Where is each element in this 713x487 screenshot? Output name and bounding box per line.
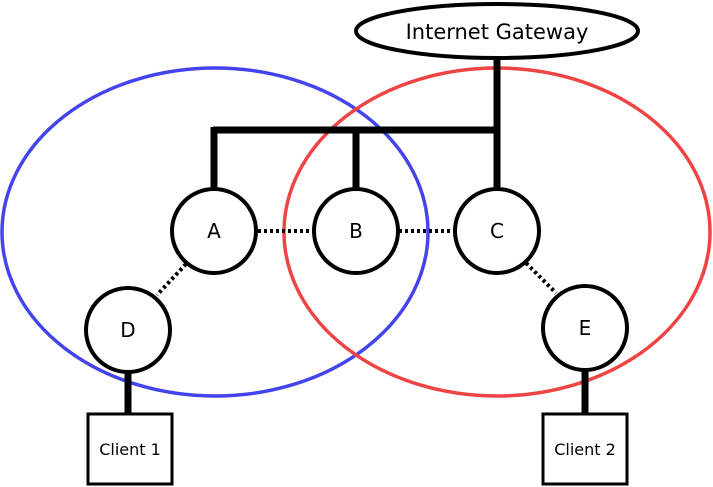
node-d: D bbox=[84, 286, 172, 374]
client-2-box bbox=[541, 412, 629, 486]
wired-backbone bbox=[124, 50, 589, 414]
link-a-d bbox=[155, 262, 188, 297]
link-c-e bbox=[524, 261, 558, 295]
client-2-label: Client 2 bbox=[554, 440, 616, 459]
node-a-circle bbox=[170, 187, 258, 275]
node-b: B bbox=[312, 187, 400, 275]
node-a: A bbox=[170, 187, 258, 275]
client-1-label: Client 1 bbox=[99, 440, 161, 459]
internet-gateway: Internet Gateway bbox=[354, 2, 640, 60]
node-c-label: C bbox=[490, 219, 504, 243]
node-d-circle bbox=[84, 286, 172, 374]
node-e: E bbox=[541, 284, 629, 372]
client-1-box bbox=[86, 412, 174, 486]
client-1: Client 1 bbox=[86, 412, 174, 486]
wireless-links bbox=[155, 229, 558, 297]
node-c-circle bbox=[453, 187, 541, 275]
node-b-label: B bbox=[349, 219, 363, 243]
node-a-label: A bbox=[207, 219, 221, 243]
client-2: Client 2 bbox=[541, 412, 629, 486]
node-b-circle bbox=[312, 187, 400, 275]
node-d-label: D bbox=[120, 318, 135, 342]
node-c: C bbox=[453, 187, 541, 275]
left-coverage-ellipse bbox=[0, 66, 430, 398]
node-e-label: E bbox=[579, 316, 592, 340]
internet-gateway-label: Internet Gateway bbox=[406, 20, 589, 44]
node-e-circle bbox=[541, 284, 629, 372]
internet-gateway-shape bbox=[354, 2, 640, 60]
